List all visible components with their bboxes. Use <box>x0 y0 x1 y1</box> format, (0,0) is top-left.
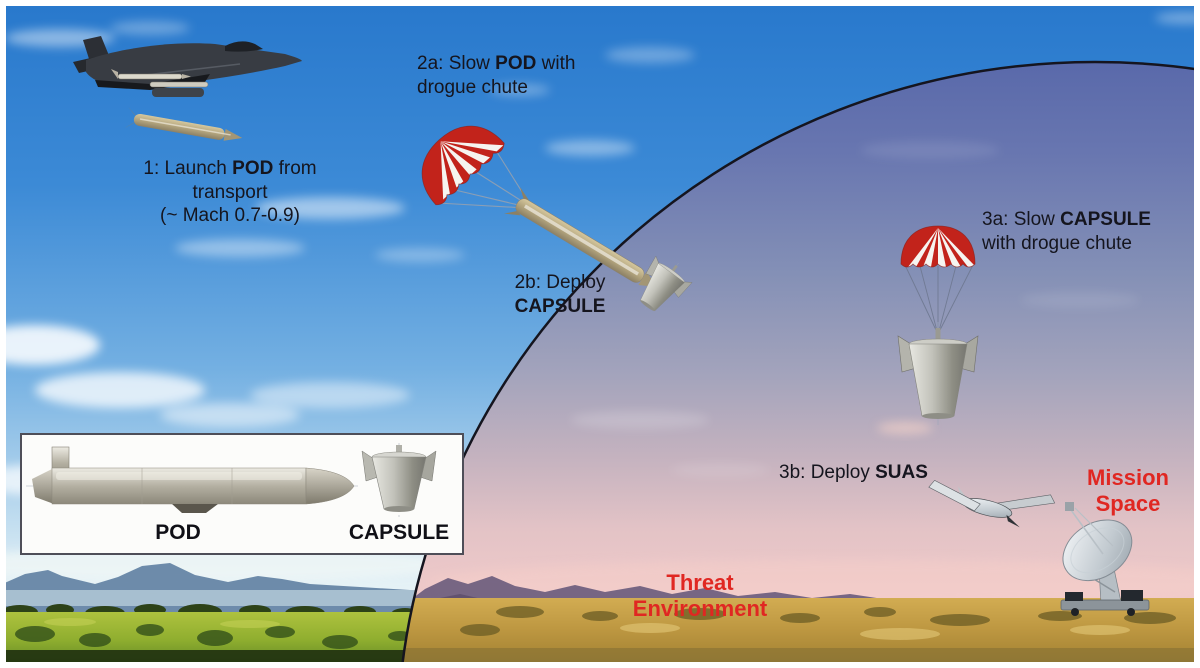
transport-aircraft <box>73 36 302 97</box>
mission-space-label: Mission Space <box>1087 465 1169 516</box>
jet-stores <box>111 69 209 97</box>
threat-zone-boundary <box>400 60 1200 668</box>
pod-illustration <box>26 446 360 513</box>
satellite-dish <box>1060 502 1150 616</box>
step3a-label: 3a: Slow CAPSULE with drogue chute <box>982 209 1151 254</box>
threat-environment-label: Threat Environment <box>632 570 768 621</box>
capsule-label: CAPSULE <box>348 521 450 544</box>
capsule-illustration <box>361 443 437 517</box>
pod-drogue-lines <box>437 151 530 209</box>
legend-art <box>26 443 437 517</box>
legend-box: POD CAPSULE <box>20 433 464 555</box>
step3b-label: 3b: Deploy SUAS <box>779 462 928 483</box>
pod-drogue-chute <box>405 109 507 208</box>
decelerating-pod <box>504 187 656 287</box>
step1-label: 1: Launch POD from transport (~ Mach 0.7… <box>143 158 317 226</box>
capsule-drogue-lines <box>904 264 974 332</box>
pod-label: POD <box>155 521 201 544</box>
step2b-label: 2b: Deploy CAPSULE <box>514 272 606 317</box>
step2a-label: 2a: Slow POD with drogue chute <box>417 53 576 98</box>
